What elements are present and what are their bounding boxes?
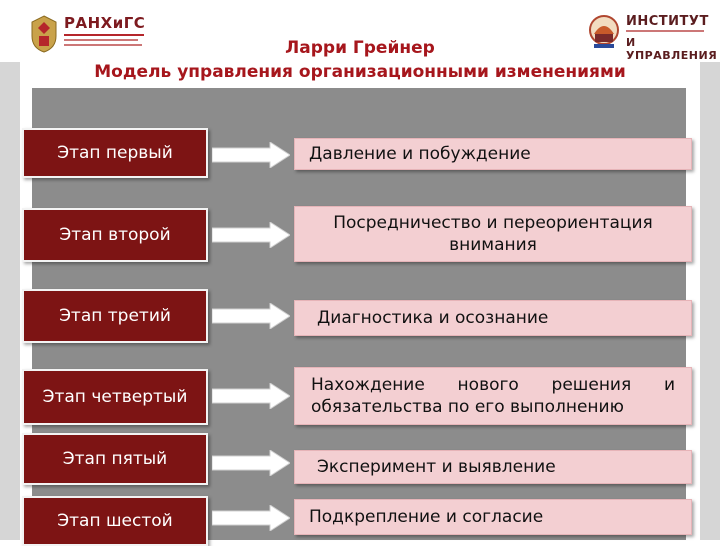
- right-side-strip: [700, 62, 720, 540]
- arrow-5: [212, 450, 290, 476]
- stage-description-5: Эксперимент и выявление: [294, 450, 692, 484]
- slide-title: Ларри Грейнер: [285, 38, 435, 58]
- arrow-3: [212, 303, 290, 329]
- stage-box-6: Этап шестой: [22, 496, 208, 546]
- institute-logo: ИНСТИТУТ И УПРАВЛЕНИЯ: [588, 12, 717, 62]
- left-side-strip: [0, 62, 20, 540]
- stage-box-3: Этап третий: [22, 289, 208, 343]
- stage-box-2: Этап второй: [22, 208, 208, 262]
- arrow-6: [212, 505, 290, 531]
- dome-icon: [589, 15, 619, 48]
- stage-box-4: Этап четвертый: [22, 369, 208, 425]
- stage-description-3: Диагностика и осознание: [294, 300, 692, 336]
- stage-description-1: Давление и побуждение: [294, 138, 692, 170]
- emblem-icon: [31, 15, 57, 53]
- slide-subtitle: Модель управления организационными измен…: [94, 62, 626, 82]
- header: РАНХиГС ИНСТИТУТ И УПРАВЛЕНИЯ: [0, 0, 720, 62]
- stage-description-2: Посредничество и переориентация внимания: [294, 206, 692, 262]
- ranepa-logo: РАНХиГС: [28, 14, 146, 54]
- arrow-4: [212, 383, 290, 409]
- stage-box-5: Этап пятый: [22, 433, 208, 485]
- stage-box-1: Этап первый: [22, 128, 208, 178]
- institute-logo-title: ИНСТИТУТ: [626, 14, 709, 29]
- stage-description-6: Подкрепление и согласие: [294, 499, 692, 535]
- institute-logo-subtitle: И УПРАВЛЕНИЯ: [626, 36, 718, 62]
- arrow-1: [212, 142, 290, 168]
- ranepa-logo-text: РАНХиГС: [64, 14, 146, 32]
- arrow-2: [212, 222, 290, 248]
- stage-description-4: Нахождение нового решения и обязательств…: [294, 367, 692, 425]
